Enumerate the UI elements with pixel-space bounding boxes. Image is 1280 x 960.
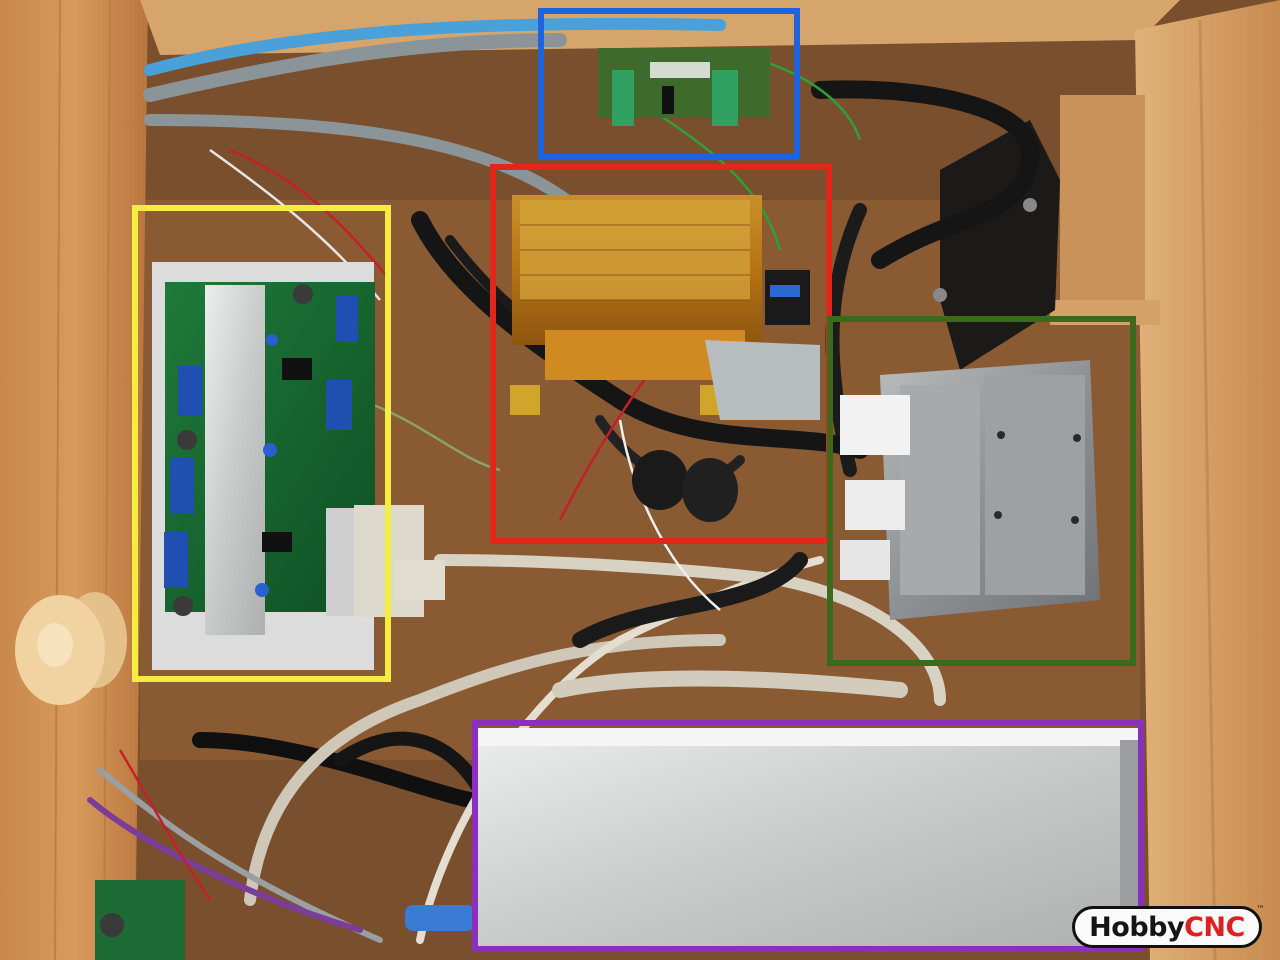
callout-box-green: [827, 316, 1136, 666]
watermark-trademark: ™: [1256, 905, 1265, 915]
callout-box-blue: [538, 8, 800, 160]
callout-box-red: [490, 164, 832, 544]
watermark-text-cnc: CNC: [1184, 911, 1245, 943]
watermark-text-hobby: Hobby: [1089, 911, 1185, 943]
callout-box-yellow: [132, 205, 391, 682]
callout-box-purple: [472, 720, 1144, 952]
